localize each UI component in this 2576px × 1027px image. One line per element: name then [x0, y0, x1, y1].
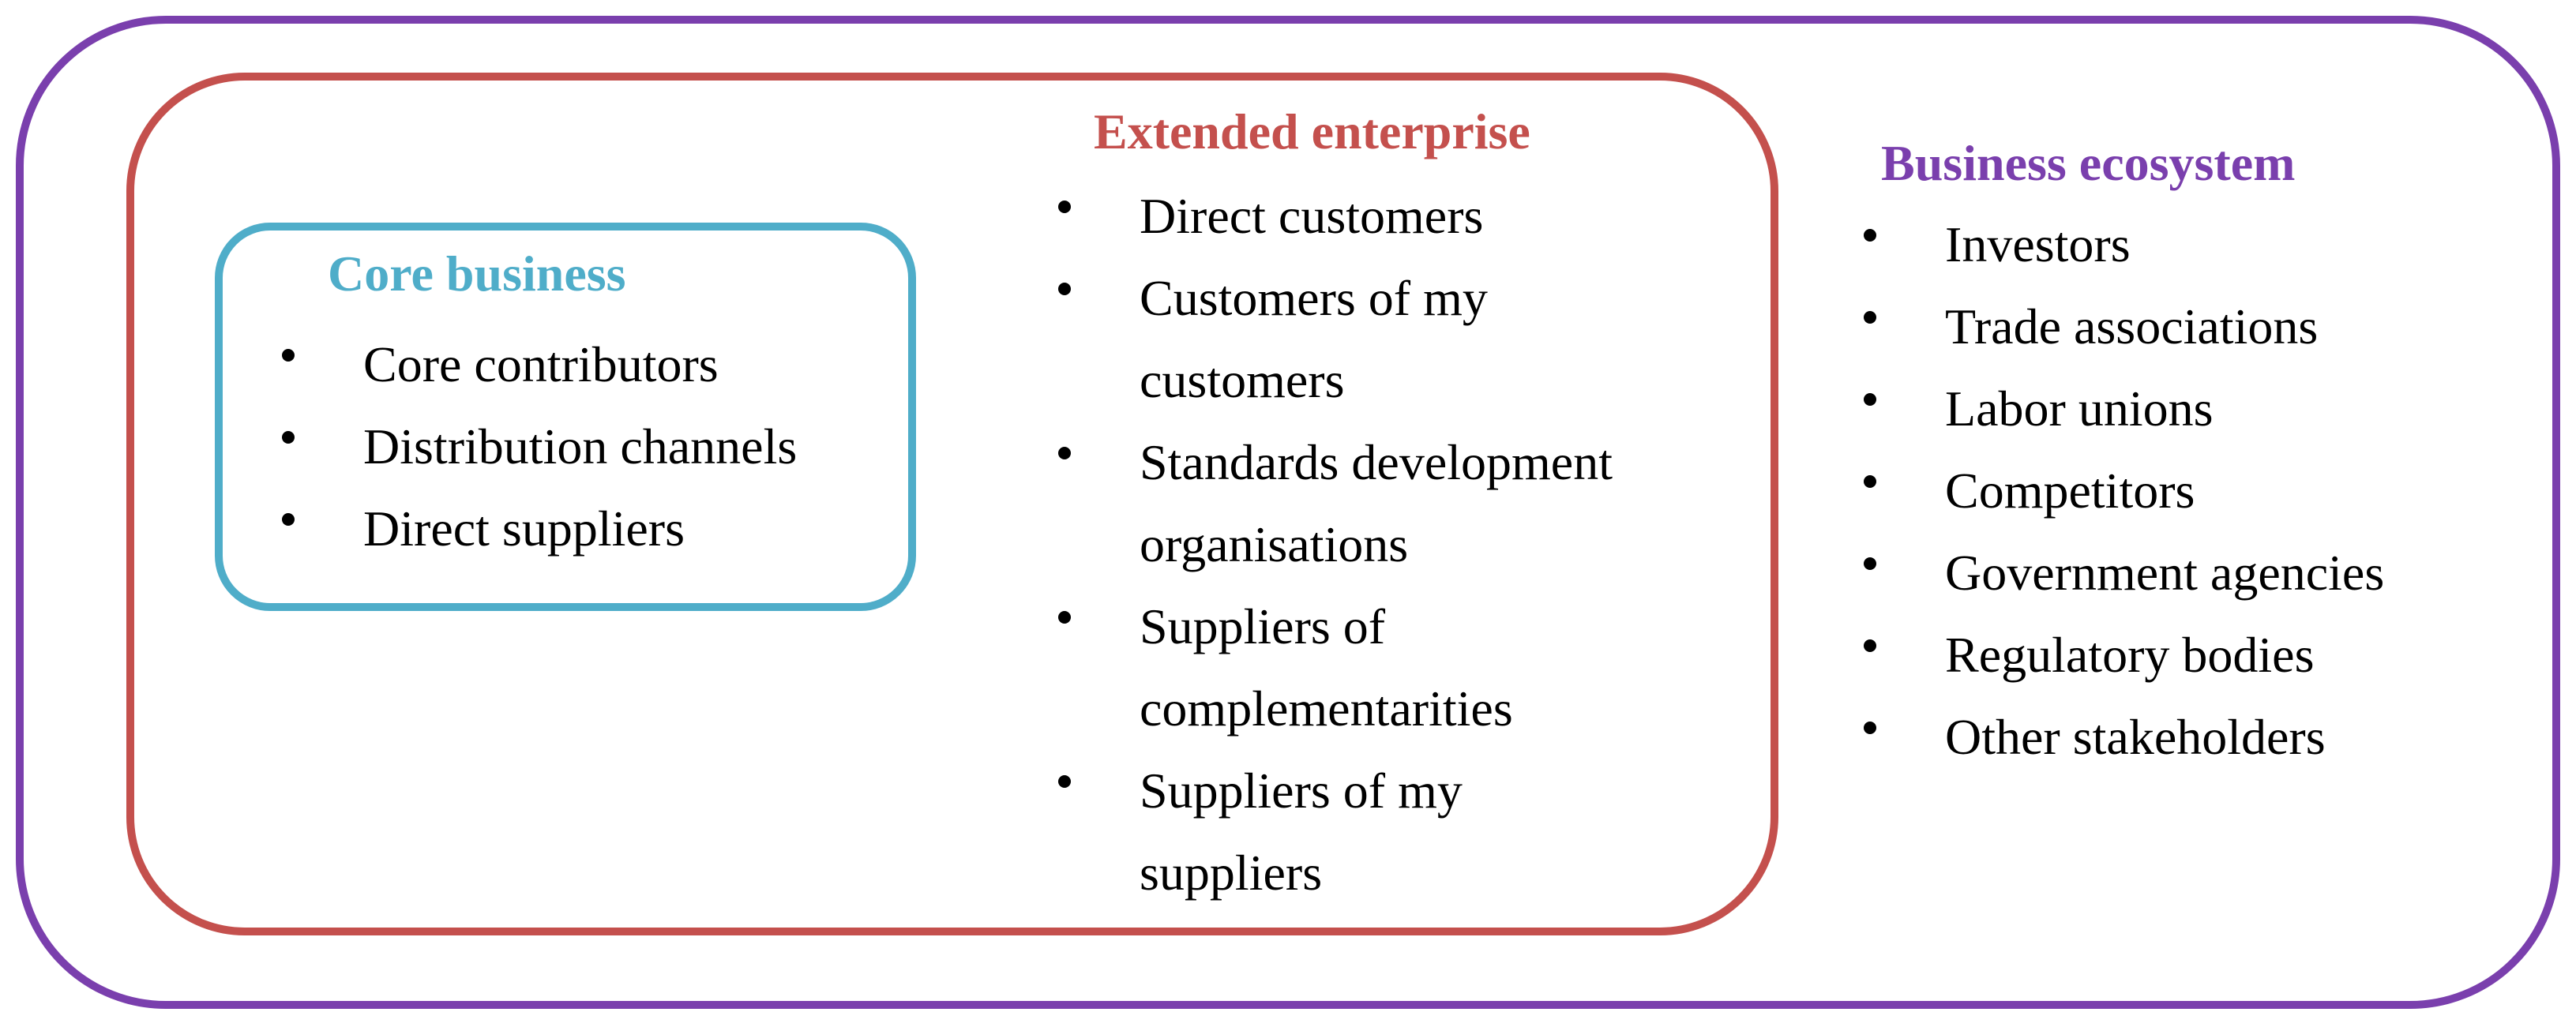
extended-item-text: Customers of my customers	[1140, 270, 1488, 408]
list-item: Direct suppliers	[280, 488, 797, 570]
extended-item-text: Suppliers of complementarities	[1140, 598, 1513, 737]
core-business-list: Core contributors Distribution channels …	[280, 324, 797, 570]
ecosystem-item-text: Investors	[1945, 216, 2131, 272]
extended-item-text: Standards development organisations	[1140, 434, 1613, 572]
core-item-text: Distribution channels	[363, 418, 798, 474]
ecosystem-item-text: Labor unions	[1945, 380, 2214, 437]
list-item: Customers of my customers	[1057, 257, 1613, 422]
business-ecosystem-list: Investors Trade associations Labor union…	[1862, 204, 2384, 778]
business-ecosystem-boundary	[16, 16, 2560, 1009]
ecosystem-item-text: Regulatory bodies	[1945, 627, 2315, 683]
ecosystem-item-text: Competitors	[1945, 463, 2195, 519]
list-item: Other stakeholders	[1862, 696, 2384, 778]
business-ecosystem-heading: Business ecosystem	[1881, 135, 2296, 191]
ecosystem-item-text: Trade associations	[1945, 298, 2319, 354]
extended-enterprise-boundary	[126, 73, 1778, 935]
list-item: Direct customers	[1057, 175, 1613, 257]
extended-enterprise-list: Direct customers Customers of my custome…	[1057, 175, 1613, 914]
core-item-text: Core contributors	[363, 336, 719, 392]
core-business-boundary	[215, 223, 916, 611]
list-item: Investors	[1862, 204, 2384, 286]
list-item: Core contributors	[280, 324, 797, 406]
list-item: Government agencies	[1862, 532, 2384, 614]
list-item: Trade associations	[1862, 286, 2384, 368]
list-item: Regulatory bodies	[1862, 614, 2384, 696]
extended-item-text: Direct customers	[1140, 188, 1484, 244]
core-item-text: Direct suppliers	[363, 500, 685, 557]
core-business-heading: Core business	[328, 246, 626, 302]
extended-item-text: Suppliers of my suppliers	[1140, 763, 1463, 901]
list-item: Suppliers of my suppliers	[1057, 750, 1613, 914]
list-item: Distribution channels	[280, 406, 797, 488]
extended-enterprise-heading: Extended enterprise	[1094, 103, 1530, 159]
list-item: Labor unions	[1862, 368, 2384, 450]
ecosystem-item-text: Government agencies	[1945, 545, 2385, 601]
list-item: Standards development organisations	[1057, 422, 1613, 586]
list-item: Competitors	[1862, 450, 2384, 532]
list-item: Suppliers of complementarities	[1057, 586, 1613, 750]
ecosystem-item-text: Other stakeholders	[1945, 709, 2326, 765]
